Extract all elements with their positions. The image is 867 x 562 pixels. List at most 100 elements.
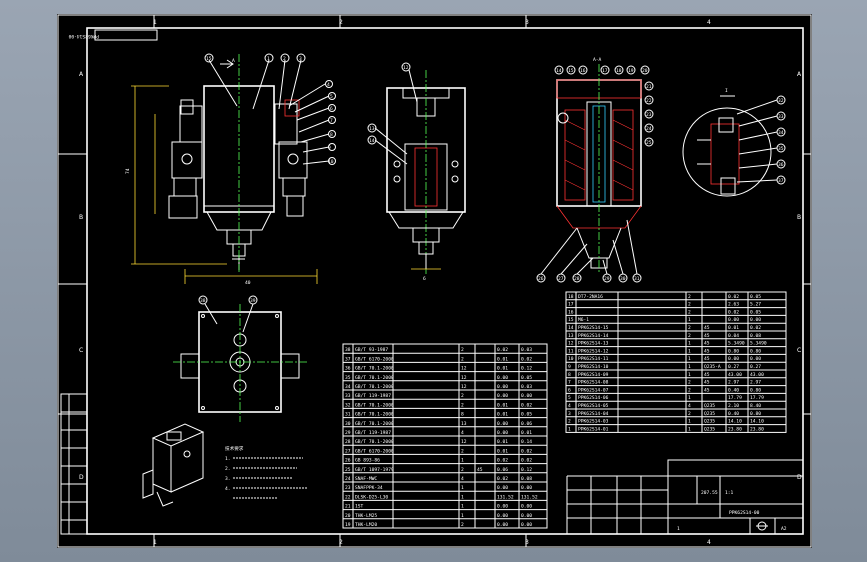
table-cell: 14 xyxy=(568,325,574,331)
table-cell: 12 xyxy=(461,375,467,381)
table-cell: Q235 xyxy=(704,411,715,417)
table-cell: 2 xyxy=(688,302,691,308)
table-cell: PPK62S14-15 xyxy=(578,325,609,331)
table-cell: 2.10 xyxy=(728,403,739,409)
balloon-side-left-1: 13 xyxy=(369,126,375,132)
table-cell: GB/T 70.1-2000 xyxy=(355,412,394,418)
table-cell: 131.52 xyxy=(521,494,538,500)
zone-row-d: D xyxy=(79,474,84,481)
table-cell: 2 xyxy=(688,294,691,300)
inner-border xyxy=(86,27,804,535)
table-cell: 11 xyxy=(568,348,574,354)
table-cell: 1 xyxy=(688,348,691,354)
balloon-section-bottom-1: 26 xyxy=(538,276,544,282)
zone-ticks xyxy=(58,15,811,547)
table-cell: 2 xyxy=(461,393,464,399)
table-cell: 4 xyxy=(688,403,691,409)
table-cell: 0.02 xyxy=(521,458,532,464)
drawing-canvas: 1 2 3 4 1 2 3 4 A B C D A B C D PPK62S14… xyxy=(57,14,812,548)
table-cell: 1 xyxy=(688,372,691,378)
table-cell: 0.00 xyxy=(521,522,532,528)
zone-col-1: 1 xyxy=(153,19,157,26)
table-cell: 16 xyxy=(568,309,574,315)
table-cell: GB/T 70.1-2000 xyxy=(355,384,394,390)
notes-text-lines xyxy=(233,457,307,499)
table-cell: 0.40 xyxy=(728,411,739,417)
table-cell: 0.05 xyxy=(521,375,532,381)
table-cell: 2 xyxy=(461,347,464,353)
balloon-section-top-4: 17 xyxy=(602,68,608,74)
table-cell: 36 xyxy=(345,366,351,372)
table-cell: 17.79 xyxy=(728,395,742,401)
table-cell: 2 xyxy=(461,467,464,473)
detail-view xyxy=(682,95,786,197)
balloon-section-top-2: 15 xyxy=(568,68,574,74)
table-cell: 0.02 xyxy=(750,325,761,331)
table-cell: 2 xyxy=(688,380,691,386)
table-cell: 0.40 xyxy=(728,387,739,393)
detail-label: I xyxy=(725,88,728,94)
table-cell: 1 xyxy=(461,458,464,464)
table-cell: 2 xyxy=(688,411,691,417)
table-cell: 2 xyxy=(461,448,464,454)
table-cell: 0.80 xyxy=(750,348,761,354)
table-cell: 0.00 xyxy=(521,485,532,491)
table-cell: 5 xyxy=(568,395,571,401)
table-cell: 6 xyxy=(568,387,571,393)
balloon-section-right-4: 24 xyxy=(646,126,652,132)
table-cell: 1 xyxy=(461,485,464,491)
table-cell: GB/T 70.1-2000 xyxy=(355,439,394,445)
zone-col-4: 4 xyxy=(707,19,711,26)
table-cell: PPK62S14-11 xyxy=(578,356,609,362)
zone-col-2: 2 xyxy=(339,19,343,26)
table-cell: 14.10 xyxy=(750,419,764,425)
table-cell: GB/T 70.1-2000 xyxy=(355,402,394,408)
table-cell: 17.79 xyxy=(750,395,764,401)
title-scale: 1:1 xyxy=(725,490,734,496)
table-cell: PPK62S14-10 xyxy=(578,364,609,370)
table-cell: 1 xyxy=(688,317,691,323)
table-cell: 25 xyxy=(345,467,351,473)
table-cell: 13 xyxy=(568,333,574,339)
table-cell: 12 xyxy=(461,439,467,445)
title-drawing-number: PPK62S14-00 xyxy=(729,510,760,516)
table-cell: 0.02 xyxy=(521,402,532,408)
table-cell: 3 xyxy=(568,411,571,417)
balloon-front-top-2: 1 xyxy=(267,56,270,62)
table-cell: 0.00 xyxy=(750,356,761,362)
table-cell: 12 xyxy=(568,341,574,347)
table-cell: 0.00 xyxy=(497,421,508,427)
balloon-section-bottom-4: 29 xyxy=(604,276,610,282)
balloon-section-right-1: 21 xyxy=(646,84,652,90)
table-cell: GB/T 119-1987 xyxy=(355,430,391,436)
drawing-number-rotated: PPK62S14-00 xyxy=(68,33,99,39)
note-line-1: 1. xyxy=(225,456,231,462)
table-cell: 0.27 xyxy=(750,364,761,370)
table-cell: PPK62S14-05 xyxy=(578,403,609,409)
table-cell: PPK62S14-08 xyxy=(578,380,609,386)
table-cell: GB/T 1097-1979 xyxy=(355,467,394,473)
balloon-plan-1: 38 xyxy=(200,298,206,304)
table-cell: THK-LM25 xyxy=(355,513,377,519)
table-cell: 0.00 xyxy=(521,513,532,519)
table-cell: 0.14 xyxy=(521,439,532,445)
table-cell: 0.00 xyxy=(728,356,739,362)
table-cell: 34 xyxy=(345,384,351,390)
table-cell: 0.02 xyxy=(521,448,532,454)
dim-width: 40 xyxy=(245,280,251,286)
table-cell: 2 xyxy=(568,419,571,425)
table-cell: PPK62S14-07 xyxy=(578,387,609,393)
table-cell: 12 xyxy=(461,384,467,390)
table-cell: 33 xyxy=(345,393,351,399)
title-weight: 207.55 xyxy=(701,490,718,496)
table-cell: 0.00 xyxy=(521,504,532,510)
table-cell: M6-1 xyxy=(578,317,589,323)
table-cell: 0.12 xyxy=(521,467,532,473)
balloon-side-left-2: 14 xyxy=(369,138,375,144)
table-cell: 23 xyxy=(345,485,351,491)
table-cell: 45 xyxy=(704,325,710,331)
table-cell: 0.03 xyxy=(521,347,532,353)
table-cell: 1 xyxy=(461,504,464,510)
table-cell: 2 xyxy=(688,325,691,331)
